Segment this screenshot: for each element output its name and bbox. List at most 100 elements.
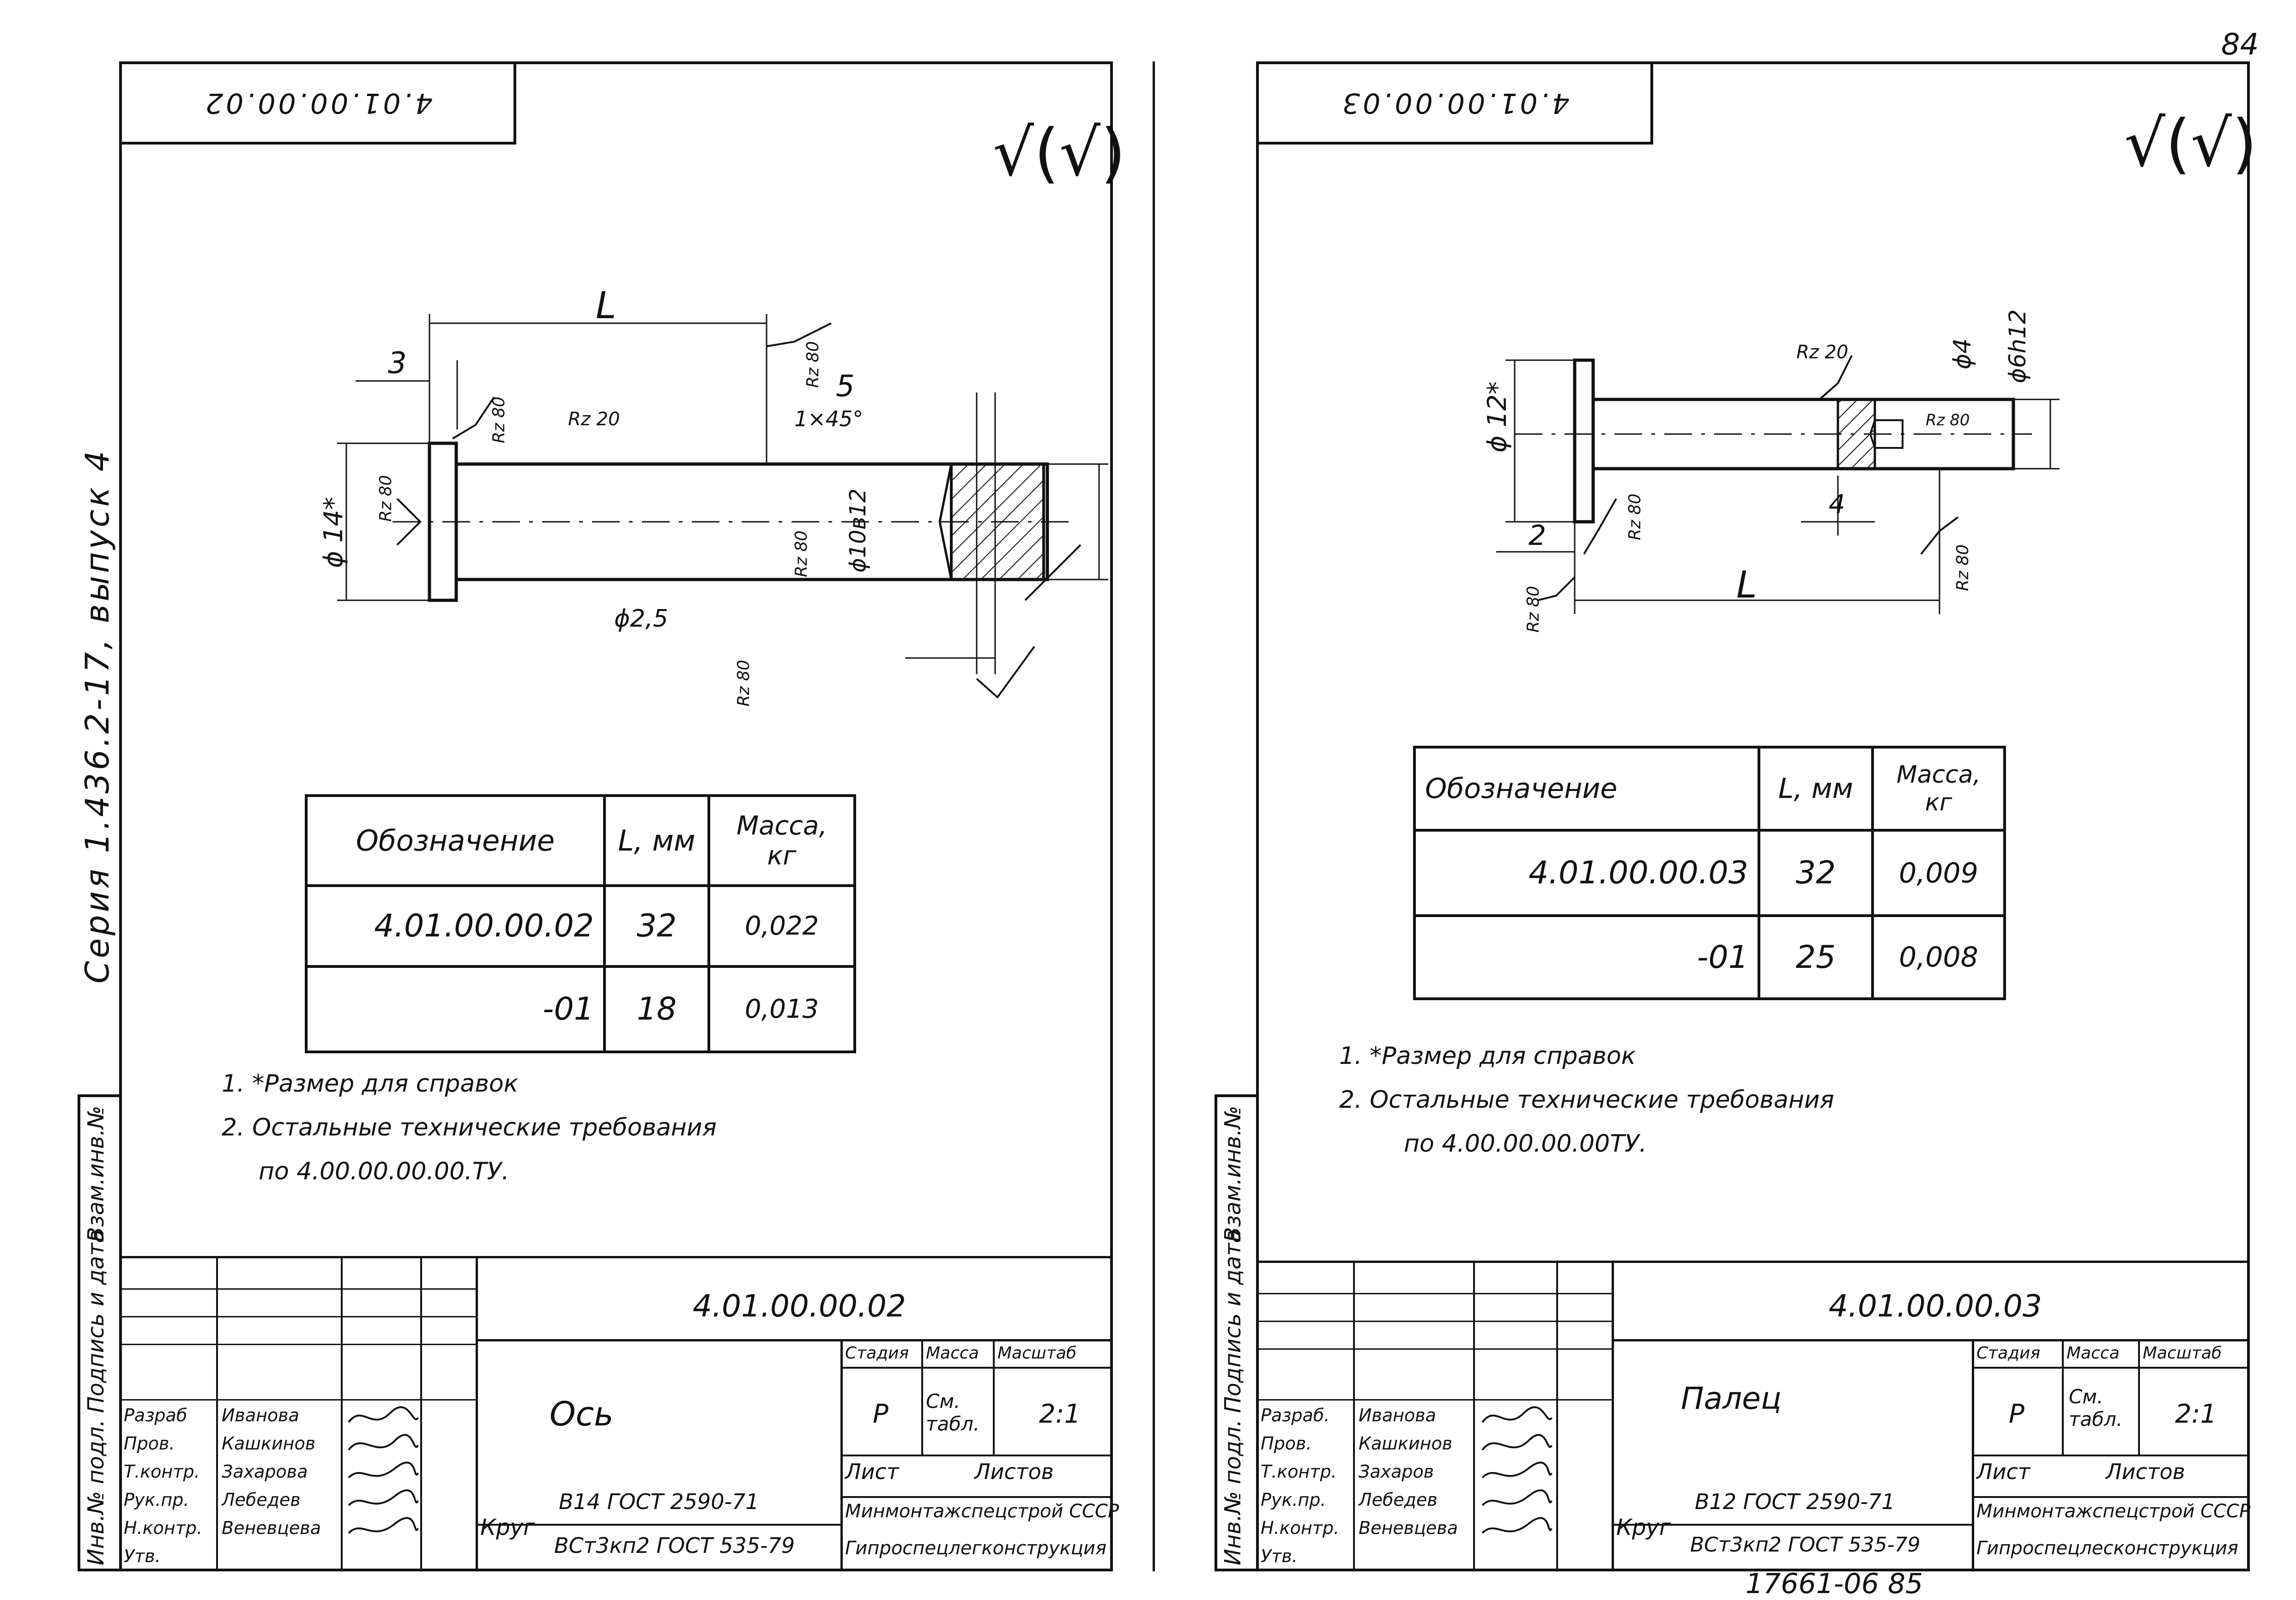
right-roughness-symbol: √(√) — [2124, 106, 2257, 181]
right-rz80-c: Rz 80 — [1524, 586, 1543, 633]
left-tb-material-prefix: Круг — [480, 1515, 535, 1540]
role: Утв. — [1261, 1546, 1298, 1566]
right-title-block — [1256, 1261, 2250, 1571]
table-header: L, мм — [1758, 746, 1874, 832]
right-margin-inv: Инв.№ подл. — [1220, 1419, 1246, 1565]
role: Н.контр. — [124, 1518, 203, 1538]
left-tb-sheet-label: Лист — [845, 1459, 899, 1484]
person-name: Иванова — [1359, 1405, 1436, 1425]
table-cell: 18 — [603, 965, 710, 1053]
table-row: -01 25 0,008 — [1413, 914, 2006, 1000]
left-roughness-symbol: √(√) — [993, 115, 1126, 191]
role: Разраб — [124, 1405, 187, 1425]
right-dim-2: 2 — [1529, 519, 1547, 552]
table-header: Обозначение — [305, 794, 606, 887]
right-notes: 1. *Размер для справок 2. Остальные техн… — [1339, 1034, 1834, 1166]
left-tb-scale-label: Масштаб — [997, 1344, 1077, 1363]
left-dim-phi10: ϕ10в12 — [845, 488, 871, 573]
table-header-row: Обозначение L, мм Масса, кг — [305, 794, 856, 887]
table-cell: 32 — [603, 884, 710, 968]
note-1: 1. *Размер для справок — [1339, 1042, 1636, 1070]
role: Т.контр. — [124, 1461, 200, 1482]
left-title-block — [119, 1256, 1113, 1571]
left-dim-3: 3 — [388, 346, 407, 380]
right-tb-stage: Р — [2009, 1399, 2024, 1429]
right-tb-code: 4.01.00.00.03 — [1829, 1288, 2042, 1324]
person-name: Кашкинов — [222, 1433, 316, 1454]
left-dim-phi14: ϕ 14* — [319, 497, 349, 568]
person-name: Иванова — [222, 1405, 299, 1425]
person-name: Захаров — [1359, 1461, 1434, 1482]
table-row: 4.01.00.00.02 32 0,022 — [305, 884, 856, 968]
role: Рук.пр. — [1261, 1490, 1326, 1510]
right-signatures — [1481, 1406, 1553, 1534]
right-rz80-b: Rz 80 — [1625, 493, 1644, 540]
left-dim-phi2-5: ϕ2,5 — [614, 605, 668, 633]
right-tb-names: Иванова Кашкинов Захаров Лебедев Веневце… — [1359, 1401, 1458, 1542]
person-name: Лебедев — [1359, 1490, 1438, 1510]
right-tb-stage-label: Стадия — [1976, 1344, 2041, 1363]
left-rz80-a: Rz 80 — [489, 396, 508, 443]
table-cell: 4.01.00.00.02 — [305, 884, 606, 968]
table-cell: 0,009 — [1871, 829, 2006, 917]
person-name: Веневцева — [222, 1518, 321, 1538]
table-cell: 25 — [1758, 914, 1874, 1000]
right-tb-roles: Разраб. Пров. Т.контр. Рук.пр. Н.контр. … — [1261, 1401, 1339, 1570]
left-tb-name: Ось — [550, 1395, 614, 1433]
right-tb-material-bottom: ВСт3кп2 ГОСТ 535-79 — [1690, 1533, 1921, 1557]
table-header: Масса, кг — [707, 794, 856, 887]
series-label: Серия 1.436.2-17, выпуск 4 — [79, 448, 116, 984]
role: Рук.пр. — [124, 1490, 189, 1510]
table-cell: -01 — [305, 965, 606, 1053]
left-corner-code: 4.01.00.00.02 — [119, 61, 516, 145]
right-tb-scale-label: Масштаб — [2143, 1344, 2222, 1363]
left-tb-org1: Минмонтажспецстрой СССР — [845, 1501, 1119, 1522]
note-2: 2. Остальные технические требования — [1339, 1086, 1834, 1114]
left-dim-5: 5 — [836, 369, 855, 404]
left-margin-inv: Инв.№ подл. — [83, 1419, 109, 1565]
person-name: Захарова — [222, 1461, 308, 1482]
left-rz20: Rz 20 — [568, 409, 620, 430]
role: Разраб. — [1261, 1405, 1330, 1425]
left-rz80-e: Rz 80 — [734, 659, 753, 706]
right-tb-org1: Минмонтажспецстрой СССР — [1976, 1501, 2251, 1522]
left-tb-stage: Р — [873, 1399, 888, 1429]
left-tb-roles: Разраб Пров. Т.контр. Рук.пр. Н.контр. У… — [124, 1401, 202, 1570]
right-dim-phi4: ϕ4 — [1949, 338, 1976, 369]
left-param-table: Обозначение L, мм Масса, кг 4.01.00.00.0… — [305, 794, 856, 1053]
left-margin-sign: Подпись и дата — [83, 1229, 109, 1413]
left-notes: 1. *Размер для справок 2. Остальные техн… — [222, 1062, 717, 1194]
left-tb-mass: См. табл. — [926, 1390, 980, 1435]
note-2: 2. Остальные технические требования — [222, 1114, 717, 1141]
note-1: 1. *Размер для справок — [222, 1070, 519, 1098]
left-tb-mass-label: Масса — [926, 1344, 979, 1363]
right-part-drawing — [1496, 355, 2060, 614]
table-row: -01 18 0,013 — [305, 965, 856, 1053]
role: Т.контр. — [1261, 1461, 1337, 1482]
left-tb-names: Иванова Кашкинов Захарова Лебедев Веневц… — [222, 1401, 321, 1542]
right-dim-4: 4 — [1829, 489, 1845, 519]
right-margin-vzam: Взам.инв.№ — [1220, 1105, 1246, 1242]
right-corner-code: 4.01.00.00.03 — [1256, 61, 1653, 145]
table-header: Масса, кг — [1871, 746, 2006, 832]
left-tb-org2: Гипроспецлегконструкция — [845, 1538, 1107, 1559]
person-name: Веневцева — [1359, 1518, 1458, 1538]
left-tb-code: 4.01.00.00.02 — [693, 1288, 906, 1324]
right-tb-mass: См. табл. — [2069, 1385, 2123, 1431]
left-tb-stage-label: Стадия — [845, 1344, 909, 1363]
sheet-divider — [1153, 61, 1155, 1571]
table-header: L, мм — [603, 794, 710, 887]
right-tb-sheet-label: Лист — [1976, 1459, 2030, 1484]
note-3: по 4.00.00.00.00ТУ. — [1404, 1130, 1647, 1158]
left-dim-L: L — [596, 284, 616, 327]
role: Пров. — [1261, 1433, 1312, 1454]
right-dim-phi6: ϕ6h12 — [2004, 309, 2031, 383]
person-name: Лебедев — [222, 1490, 301, 1510]
right-rz20: Rz 20 — [1796, 342, 1849, 363]
left-tb-material-bottom: ВСт3кп2 ГОСТ 535-79 — [554, 1533, 795, 1558]
table-cell: 32 — [1758, 829, 1874, 917]
right-margin-sign: Подпись и дата — [1220, 1229, 1246, 1413]
person-name: Кашкинов — [1359, 1433, 1453, 1454]
table-cell: -01 — [1413, 914, 1760, 1000]
left-rz80-d: Rz 80 — [792, 530, 811, 577]
